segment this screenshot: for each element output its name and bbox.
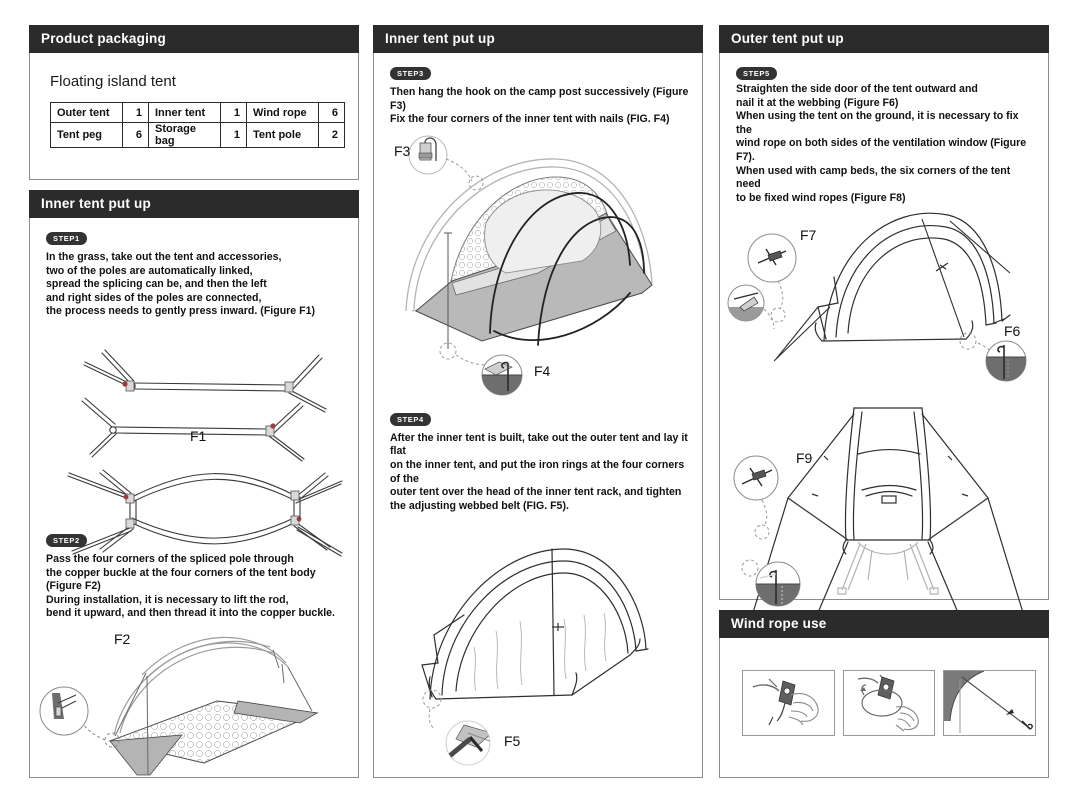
- hand-pulling-loop-icon: [857, 674, 919, 732]
- figure-f4: F4: [386, 349, 690, 397]
- step-1-text: In the grass, take out the tent and acce…: [46, 251, 316, 318]
- panel-wind-rope-use: Wind rope use: [719, 610, 1049, 778]
- panel-product-packaging: Product packaging Floating island tent O…: [29, 25, 359, 180]
- step-badge-2: STEP2: [46, 533, 87, 547]
- step-4-text: After the inner tent is built, take out …: [390, 431, 688, 512]
- table-row: Outer tent 1 Inner tent 1 Wind rope 6: [50, 102, 345, 123]
- figure-label-f2: F2: [114, 630, 131, 647]
- figure-label-f7: F7: [800, 227, 817, 244]
- column-middle: Inner tent put up STEP3 Then hang the ho…: [373, 25, 703, 778]
- wind-rope-step-2-image: [842, 670, 936, 736]
- figure-label-f3: F3: [394, 142, 411, 159]
- staked-guy-line-icon: [944, 671, 1034, 733]
- figure-label-f1: F1: [190, 427, 207, 444]
- part-name: Inner tent: [148, 102, 221, 123]
- panel-outer-tent: Outer tent put up STEP5 Straighten the s…: [719, 25, 1049, 623]
- figure-f9: F9: [732, 400, 1036, 648]
- step-3-text: Then hang the hook on the camp post succ…: [390, 86, 689, 126]
- part-name: Tent pole: [246, 122, 319, 148]
- figure-f1: F1: [42, 323, 346, 557]
- figure-f5: F5: [386, 527, 690, 773]
- step-5-text: Straighten the side door of the tent out…: [736, 83, 1027, 204]
- part-qty: 6: [122, 122, 149, 148]
- figure-label-f4: F4: [534, 362, 551, 379]
- part-qty: 6: [318, 102, 345, 123]
- figure-f4-drawing: [481, 354, 523, 396]
- figure-f1-drawing: [67, 349, 343, 557]
- step-badge-5: STEP5: [736, 67, 777, 80]
- part-qty: 1: [220, 102, 247, 123]
- panel-header-product-packaging: Product packaging: [29, 25, 359, 53]
- figure-f3: F3: [386, 133, 690, 383]
- figure-f7-f6: F7 F6: [727, 211, 1036, 396]
- figure-label-f6: F6: [1004, 323, 1021, 340]
- panel-header-inner-tent-left: Inner tent put up: [29, 190, 359, 218]
- panel-header-wind-rope-use: Wind rope use: [719, 610, 1049, 638]
- panel-inner-tent-middle: Inner tent put up STEP3 Then hang the ho…: [373, 25, 703, 778]
- figure-f2: F2: [39, 623, 346, 795]
- figure-f7-f6-drawing: [727, 213, 1027, 382]
- wind-rope-body: [720, 638, 1048, 766]
- part-name: Wind rope: [246, 102, 319, 123]
- step-badge-3: STEP3: [390, 67, 431, 80]
- figure-label-f9: F9: [796, 450, 813, 467]
- parts-table: Outer tent 1 Inner tent 1 Wind rope 6 Te…: [50, 102, 345, 148]
- part-name: Outer tent: [50, 102, 123, 123]
- table-row: Tent peg 6 Storage bag 1 Tent pole 2: [50, 122, 345, 148]
- step-badge-1: STEP1: [46, 232, 87, 245]
- step-2-text: Pass the four corners of the spliced pol…: [46, 552, 335, 620]
- figure-label-f5: F5: [504, 733, 521, 750]
- column-left: Product packaging Floating island tent O…: [29, 25, 359, 778]
- wind-rope-step-3-image: [943, 670, 1037, 736]
- wind-rope-image-row: [742, 670, 1037, 736]
- product-packaging-body: Floating island tent Outer tent 1 Inner …: [30, 53, 358, 156]
- figure-f5-drawing: [421, 548, 649, 766]
- part-qty: 1: [122, 102, 149, 123]
- outer-tent-body: STEP5 Straighten the side door of the te…: [720, 53, 1048, 656]
- part-qty: 2: [318, 122, 345, 148]
- figure-f2-drawing: [39, 636, 319, 776]
- hand-threading-rope-icon: [752, 678, 819, 726]
- panel-header-inner-tent-middle: Inner tent put up: [373, 25, 703, 53]
- part-name: Tent peg: [50, 122, 123, 148]
- part-qty: 1: [220, 122, 247, 148]
- inner-tent-left-body: STEP1 In the grass, take out the tent an…: [30, 218, 358, 803]
- wind-rope-step-1-image: [742, 670, 835, 736]
- product-title: Floating island tent: [50, 73, 176, 90]
- inner-tent-middle-body: STEP3 Then hang the hook on the camp pos…: [374, 53, 702, 781]
- figure-f9-drawing: [733, 407, 1025, 623]
- figure-f3-drawing: [405, 135, 653, 366]
- panel-inner-tent-left: Inner tent put up STEP1 In the grass, ta…: [29, 190, 359, 778]
- panel-header-outer-tent: Outer tent put up: [719, 25, 1049, 53]
- part-name: Storage bag: [148, 122, 221, 148]
- step-badge-4: STEP4: [390, 412, 431, 426]
- column-right: Outer tent put up STEP5 Straighten the s…: [719, 25, 1049, 778]
